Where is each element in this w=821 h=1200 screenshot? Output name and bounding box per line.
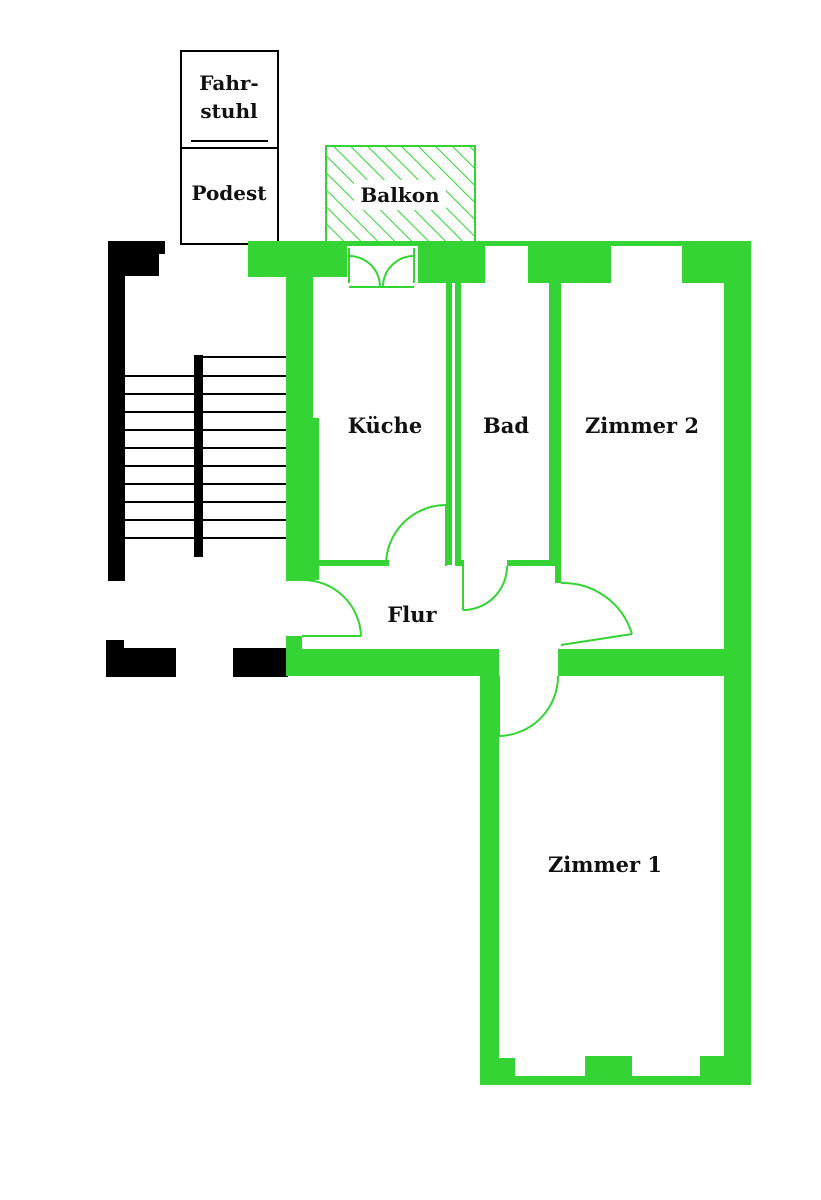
elevator-label-line1: Fahr- — [199, 71, 258, 95]
kitchen-label: Küche — [348, 413, 422, 438]
doors — [301, 504, 633, 737]
elevator-label-line2: stuhl — [200, 99, 258, 123]
room2-label: Zimmer 2 — [585, 413, 699, 438]
room1-label: Zimmer 1 — [548, 852, 662, 877]
balcony-label-bg — [354, 180, 446, 210]
apartment-walls — [248, 241, 751, 1085]
stairwell-walls — [106, 241, 288, 677]
stair-steps — [125, 356, 286, 539]
bathroom-label: Bad — [483, 413, 529, 438]
stair-handrail — [194, 355, 203, 557]
landing — [180, 147, 279, 245]
window-lines — [348, 244, 700, 1080]
hallway-label: Flur — [387, 602, 437, 627]
balcony-label: Balkon — [360, 183, 440, 207]
landing-label: Podest — [191, 181, 267, 205]
